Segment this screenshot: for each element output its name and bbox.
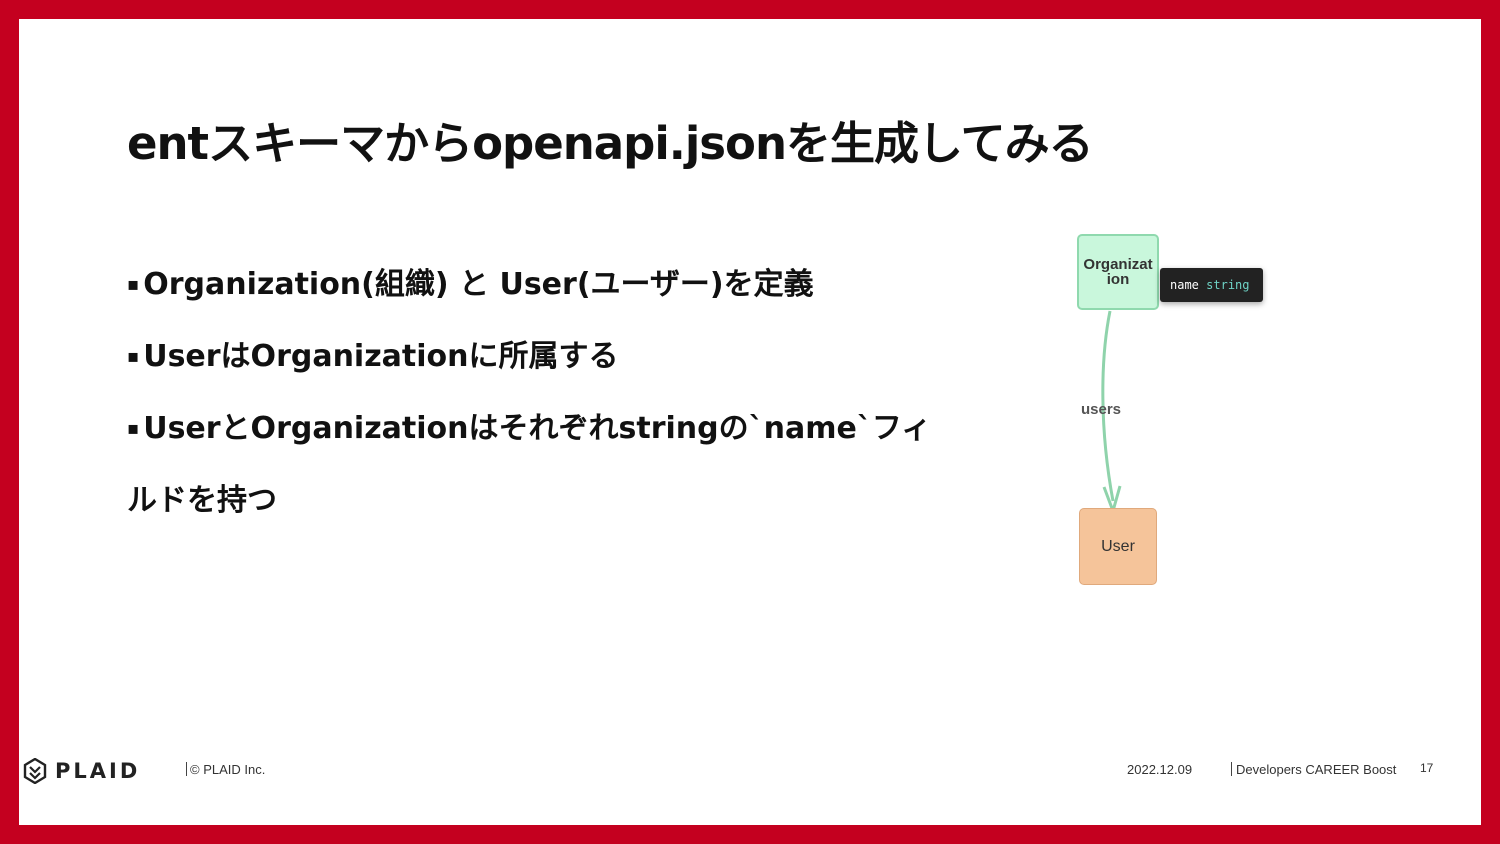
bullet-text: UserはOrganizationに所属する: [143, 339, 619, 374]
organization-node-label-line1: Organizat: [1083, 256, 1153, 273]
plaid-logo-icon: [23, 758, 47, 784]
event-name: Developers CAREER Boost: [1236, 762, 1397, 777]
user-node[interactable]: User: [1079, 508, 1157, 585]
copyright-text: © PLAID Inc.: [190, 762, 266, 777]
bullet-item: ▪UserとOrganizationはそれぞれstringの`name`フィー: [127, 409, 927, 481]
field-name: name: [1170, 278, 1199, 292]
footer-date: 2022.12.09: [1127, 762, 1193, 777]
bullet-list: ▪Organization(組織) と User(ユーザー)を定義 ▪Userは…: [127, 265, 927, 553]
slide-title: entスキーマからopenapi.jsonを生成してみる: [127, 117, 1094, 170]
organization-node[interactable]: Organizat ion: [1077, 234, 1159, 310]
page-number: 17: [1420, 761, 1434, 775]
bullet-item: ▪Organization(組織) と User(ユーザー)を定義: [127, 265, 927, 337]
footer-divider: [186, 762, 187, 776]
footer-divider: [1231, 762, 1232, 776]
bullet-text: Organization(組織) と User(ユーザー)を定義: [143, 267, 814, 302]
field-tooltip: name string: [1160, 268, 1263, 302]
edge-label: users: [1081, 401, 1122, 418]
bullet-item: ルドを持つ: [127, 481, 927, 553]
bullet-text: ルドを持つ: [127, 483, 277, 518]
organization-node-label-line2: ion: [1106, 271, 1130, 288]
field-type: string: [1206, 278, 1250, 292]
brand-name: PLAID: [55, 759, 141, 783]
bullet-mark: ▪: [127, 346, 140, 367]
bullet-mark: ▪: [127, 418, 140, 439]
bullet-text: UserとOrganizationはそれぞれstringの`name`フィー: [143, 411, 927, 446]
bullet-mark: ▪: [127, 274, 140, 295]
plaid-logo: PLAID: [23, 757, 140, 785]
schema-diagram: Organizat ion name string users User: [1074, 231, 1314, 611]
slide: entスキーマからopenapi.jsonを生成してみる ▪Organizati…: [19, 19, 1481, 825]
bullet-item: ▪UserはOrganizationに所属する: [127, 337, 927, 409]
